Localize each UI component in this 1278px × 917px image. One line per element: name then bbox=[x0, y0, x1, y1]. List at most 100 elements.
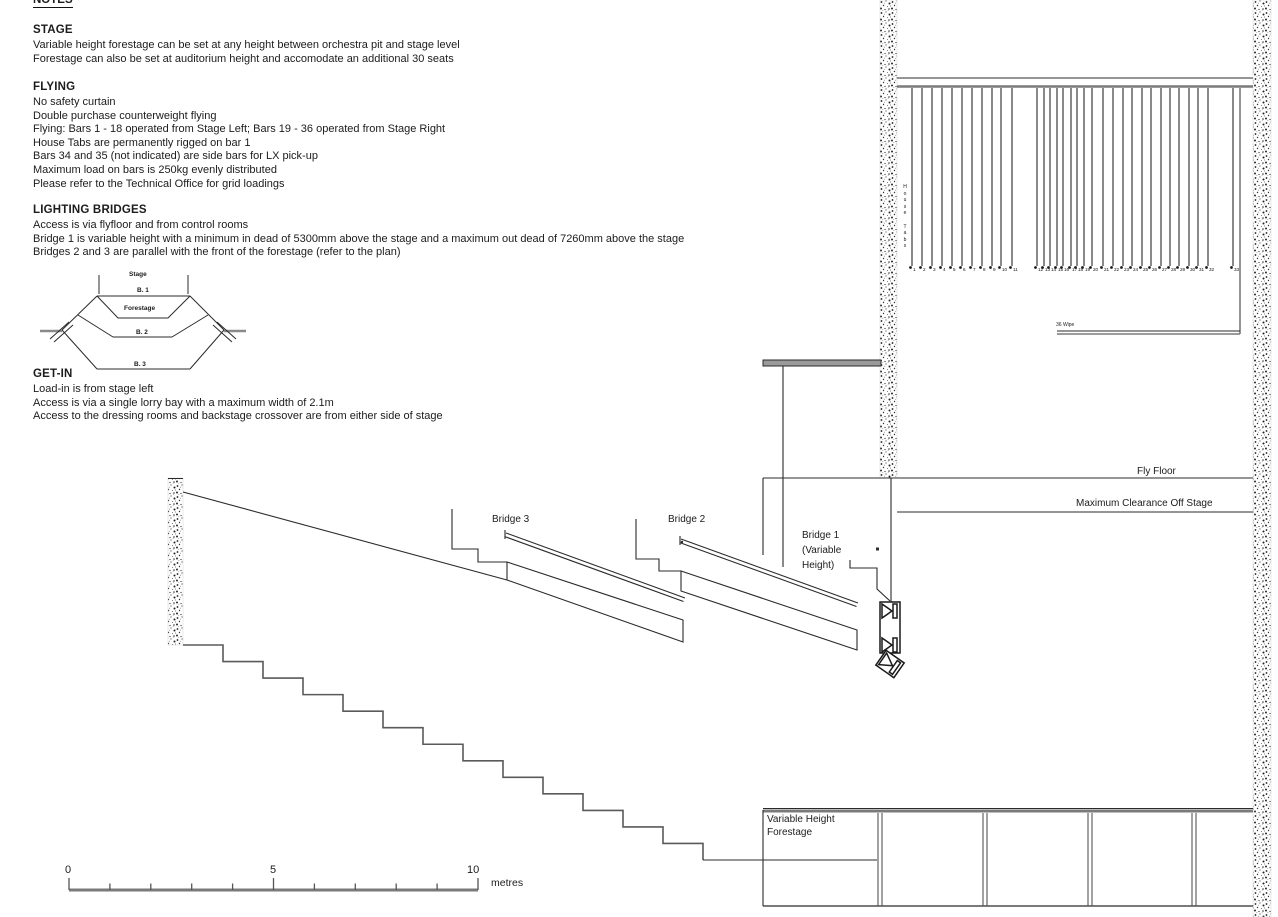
fly-floor-label: Fly Floor bbox=[1137, 466, 1176, 477]
fly-bar-number: 7 bbox=[973, 267, 976, 272]
fly-bar-number: 27 bbox=[1162, 267, 1168, 272]
fly-bar-bottom-dot bbox=[1089, 266, 1092, 269]
upstage-wall bbox=[1252, 0, 1272, 917]
fly-bar-bottom-dot bbox=[1195, 266, 1198, 269]
fly-bar-number: 4 bbox=[943, 267, 946, 272]
fly-bar-bottom-dot bbox=[1158, 266, 1161, 269]
fly-bar-number: 21 bbox=[1104, 267, 1110, 272]
fly-bar-number: 6 bbox=[963, 267, 966, 272]
fly-bar-bottom-dot bbox=[1110, 266, 1113, 269]
notes-section-lighting-bridges: LIGHTING BRIDGES Access is via flyfloor … bbox=[33, 204, 684, 260]
fly-bar-bottom-dot bbox=[1060, 266, 1063, 269]
fly-bar-number: 22 bbox=[1114, 267, 1120, 272]
bridge1-label: Bridge 1 (Variable Height) bbox=[802, 530, 842, 571]
fly-bar-number: 29 bbox=[1180, 267, 1186, 272]
grid bbox=[897, 77, 1253, 88]
note-line: Double purchase counterweight flying bbox=[33, 109, 217, 122]
note-line: Bridges 2 and 3 are parallel with the fr… bbox=[33, 246, 401, 259]
fly-bar-bottom-dot bbox=[1167, 266, 1170, 269]
fly-bar-bottom-dot bbox=[1074, 266, 1077, 269]
fly-bar-number: 32 bbox=[1209, 267, 1215, 272]
fly-bar-bottom-dot bbox=[959, 266, 962, 269]
fly-bar-number: 26 bbox=[1152, 267, 1158, 272]
sketch-b3-label: B. 3 bbox=[134, 361, 146, 368]
note-line: Load-in is from stage left bbox=[33, 383, 154, 395]
note-line: Bridge 1 is variable height with a minim… bbox=[33, 232, 685, 245]
note-line: Maximum load on bars is 250kg evenly dis… bbox=[33, 163, 277, 176]
fly-bar-number: 10 bbox=[1002, 267, 1008, 272]
fly-bar-number: 31 bbox=[1199, 267, 1205, 272]
auditorium-rear-wall bbox=[167, 477, 184, 646]
fly-bar-bottom-dot bbox=[1068, 266, 1071, 269]
fly-bar-number: 20 bbox=[1093, 267, 1099, 272]
fly-bar-bottom-dot bbox=[998, 266, 1001, 269]
note-line: Access to the dressing rooms and backsta… bbox=[33, 410, 443, 423]
fly-bar-number: 15 bbox=[1058, 267, 1064, 272]
break-mark-right bbox=[212, 321, 246, 343]
fly-bar-number: 12 bbox=[1038, 267, 1044, 272]
proscenium-beam bbox=[762, 359, 882, 367]
fly-bar-bottom-dot bbox=[1120, 266, 1123, 269]
fly-bar-number: 11 bbox=[1013, 267, 1018, 272]
fly-bar-bottom-dot bbox=[1139, 266, 1142, 269]
note-line: Access is via flyfloor and from control … bbox=[33, 219, 249, 231]
note-line: Access is via a single lorry bay with a … bbox=[33, 396, 334, 409]
fly-bar-number: 16 bbox=[1064, 267, 1070, 272]
plan-sketch-lines bbox=[40, 275, 246, 370]
fly-bar-bottom-dot bbox=[1148, 266, 1151, 269]
wipe-label: 36 Wipe bbox=[1056, 322, 1075, 328]
fly-bar-number: 18 bbox=[1078, 267, 1084, 272]
fly-bar-number: 3 bbox=[933, 267, 936, 272]
notes-section-stage: STAGE Variable height forestage can be s… bbox=[33, 24, 460, 66]
fly-bar-bottom-dot bbox=[909, 266, 912, 269]
sketch-b2-label: B. 2 bbox=[136, 329, 148, 336]
fly-bar-number: 23 bbox=[1124, 267, 1130, 272]
fly-bar-bottom-dot bbox=[1041, 266, 1044, 269]
fly-bar-number: 5 bbox=[953, 267, 956, 272]
lighting-boom bbox=[874, 601, 906, 679]
note-line: Bars 34 and 35 (not indicated) are side … bbox=[33, 150, 318, 163]
fly-bar-number: 17 bbox=[1072, 267, 1078, 272]
bridge3-label: Bridge 3 bbox=[492, 514, 530, 525]
note-line: Forestage can also be set at auditorium … bbox=[33, 52, 454, 65]
scale-unit-label: metres bbox=[491, 877, 524, 889]
bridge2-label: Bridge 2 bbox=[668, 514, 706, 525]
fly-bar-bottom-dot bbox=[1230, 266, 1233, 269]
auditorium-rake-steps bbox=[183, 644, 704, 861]
fly-bar-bottom-dot bbox=[969, 266, 972, 269]
fly-bar-number: 25 bbox=[1143, 267, 1149, 272]
lantern-icon bbox=[881, 602, 898, 620]
notes-title: NOTES bbox=[33, 0, 73, 8]
fly-bar-bottom-dot bbox=[1081, 266, 1084, 269]
note-line: Please refer to the Technical Office for… bbox=[33, 177, 285, 190]
fly-bar-bottom-dot bbox=[1176, 266, 1179, 269]
note-line: Flying: Bars 1 - 18 operated from Stage … bbox=[33, 123, 446, 136]
stage-floor bbox=[703, 808, 1253, 907]
rake-steps-line bbox=[183, 644, 704, 861]
scale-bar bbox=[68, 878, 479, 892]
note-line: House Tabs are permanently rigged on bar… bbox=[33, 136, 251, 149]
break-mark-left bbox=[40, 321, 74, 343]
fly-bar-bottom-dot bbox=[1205, 266, 1208, 269]
sketch-b1-label: B. 1 bbox=[137, 287, 149, 294]
fly-bar-bottom-dot bbox=[939, 266, 942, 269]
notes-section-get-in: GET-IN Load-in is from stage left Access… bbox=[33, 368, 443, 424]
fly-bar-number: 14 bbox=[1051, 267, 1057, 272]
tilted-lantern-icon bbox=[874, 649, 906, 679]
fly-bar-number: 8 bbox=[983, 267, 986, 272]
bridge1-structure bbox=[849, 478, 892, 602]
fly-bar-bottom-dot bbox=[1129, 266, 1132, 269]
fly-bar-bottom-dot bbox=[1047, 266, 1050, 269]
scale-tick-0: 0 bbox=[65, 864, 72, 876]
fly-bar-number: 19 bbox=[1085, 267, 1091, 272]
note-line: Variable height forestage can be set at … bbox=[33, 39, 460, 51]
fly-bar-number: 2 bbox=[923, 267, 926, 272]
bridge3-structure bbox=[451, 509, 686, 643]
fly-bar-bottom-dot bbox=[1009, 266, 1012, 269]
fly-bar-bottom-dot bbox=[919, 266, 922, 269]
fly-bar-bottom-dot bbox=[979, 266, 982, 269]
proscenium-wall bbox=[879, 0, 898, 479]
